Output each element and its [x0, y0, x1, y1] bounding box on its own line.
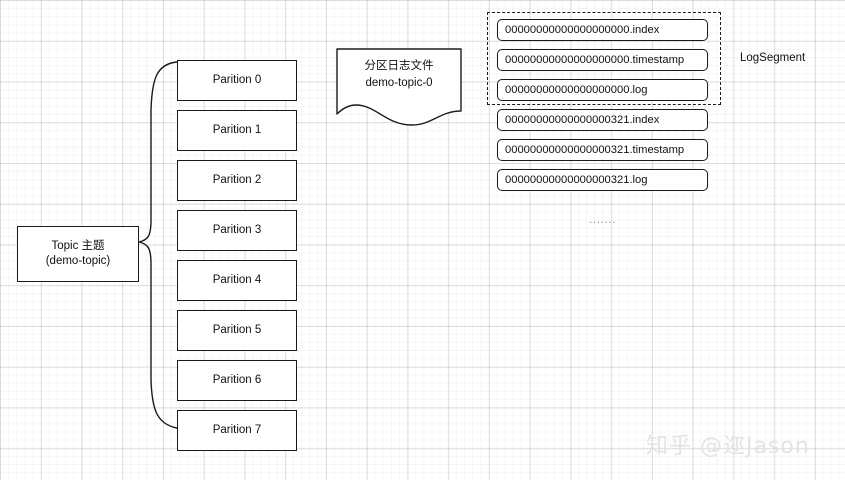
partition-label: Parition 3 — [212, 224, 262, 237]
partition-box-6: Parition 6 — [177, 360, 297, 401]
document-label-line1: 分区日志文件 — [364, 60, 434, 72]
partition-box-4: Parition 4 — [177, 260, 297, 301]
partition-label: Parition 5 — [212, 324, 262, 337]
partition-box-7: Parition 7 — [177, 410, 297, 451]
segment-file-timestamp-321: 00000000000000000321.timestamp — [497, 139, 708, 161]
topic-label-line1: Topic 主题 — [51, 240, 105, 253]
segment-file-name: 00000000000000000321.log — [505, 174, 648, 186]
segment-file-name: 00000000000000000000.timestamp — [505, 54, 685, 66]
segment-file-name: 00000000000000000000.index — [505, 24, 660, 36]
topic-label-line2: (demo-topic) — [45, 255, 111, 267]
partition-box-2: Parition 2 — [177, 160, 297, 201]
partition-box-3: Parition 3 — [177, 210, 297, 251]
document-label-line2: demo-topic-0 — [365, 76, 433, 89]
partition-box-1: Parition 1 — [177, 110, 297, 151]
segment-file-log-321: 00000000000000000321.log — [497, 169, 708, 191]
partition-log-document-shape — [336, 48, 462, 126]
segment-file-log-0: 00000000000000000000.log — [497, 79, 708, 101]
segment-file-name: 00000000000000000000.log — [505, 84, 648, 96]
partition-log-document-label: 分区日志文件 demo-topic-0 — [336, 58, 462, 91]
partition-box-0: Parition 0 — [177, 60, 297, 101]
partition-label: Parition 0 — [212, 74, 262, 87]
logsegment-label: LogSegment — [740, 52, 806, 64]
partition-label: Parition 1 — [212, 124, 262, 137]
segment-file-index-0: 00000000000000000000.index — [497, 19, 708, 41]
segment-file-name: 00000000000000000321.index — [505, 114, 660, 126]
partition-box-5: Parition 5 — [177, 310, 297, 351]
partition-label: Parition 7 — [212, 424, 262, 437]
watermark: 知乎 @迩Jason — [646, 434, 810, 459]
segment-file-name: 00000000000000000321.timestamp — [505, 144, 685, 156]
topic-box: Topic 主题 (demo-topic) — [17, 226, 139, 282]
logsegment-group-boundary — [487, 12, 721, 105]
segment-list-ellipsis: ....... — [589, 212, 616, 226]
partition-label: Parition 2 — [212, 174, 262, 187]
partition-label: Parition 6 — [212, 374, 262, 387]
partition-label: Parition 4 — [212, 274, 262, 287]
segment-file-timestamp-0: 00000000000000000000.timestamp — [497, 49, 708, 71]
segment-file-index-321: 00000000000000000321.index — [497, 109, 708, 131]
